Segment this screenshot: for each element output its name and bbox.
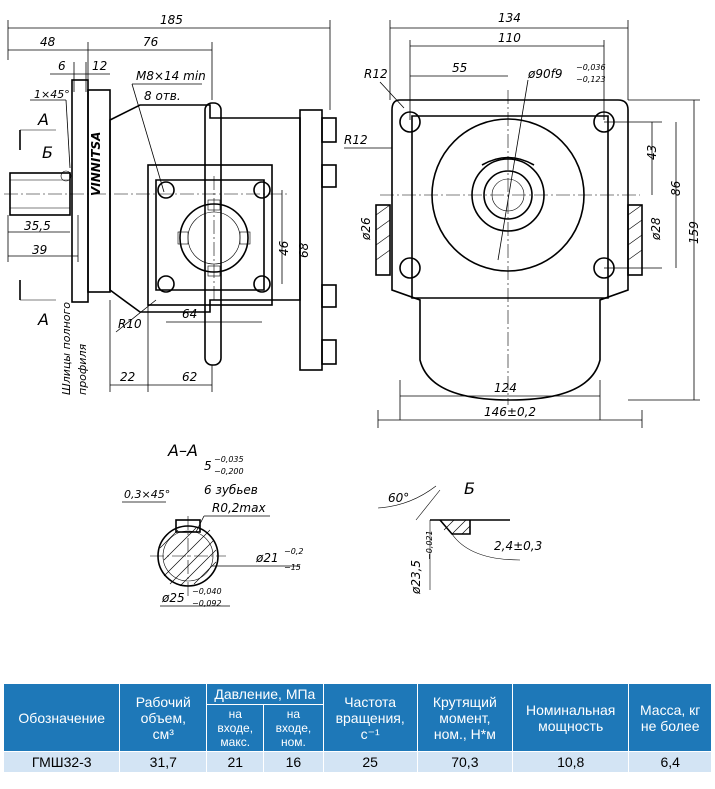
dim-d28: ø28 <box>649 217 663 241</box>
section-aa: А–А 5 −0,035 −0,200 0,3×45° 6 зубьев R0,… <box>122 441 303 608</box>
shaft-note-2: профиля <box>76 344 89 395</box>
dim-d26: ø26 <box>359 217 373 241</box>
cell-frequency: 25 <box>322 751 418 773</box>
d21: ø21 <box>255 551 279 565</box>
dim-35-5: 35,5 <box>24 219 51 233</box>
header-designation: Обозначение <box>2 683 121 752</box>
d25-tol-low: −0,092 <box>192 599 222 608</box>
dim-55: 55 <box>452 61 467 75</box>
holes-note: 8 отв. <box>144 89 181 103</box>
cell-inlet-max: 21 <box>206 751 265 773</box>
dim-62: 62 <box>182 370 197 384</box>
dim-185: 185 <box>160 13 183 27</box>
dim-chamfer-1x45: 1×45° <box>34 88 70 101</box>
dim-110: 110 <box>498 31 521 45</box>
d25: ø25 <box>161 591 185 605</box>
view-b: Б 60° 2,4±0,3 ø23,5 −0,021 <box>377 479 542 595</box>
view-b-angle: 60° <box>388 491 409 505</box>
section-mark-a-top: А <box>37 110 49 129</box>
section-chamfer: 0,3×45° <box>124 488 170 501</box>
cell-volume: 31,7 <box>119 751 208 773</box>
d21-tol-up: −0,2 <box>284 547 303 556</box>
section-teeth: 6 зубьев <box>204 483 258 497</box>
dim-d23-5: ø23,5 <box>409 560 423 595</box>
dim-6: 6 <box>58 59 66 73</box>
thread-note: M8×14 min <box>136 69 206 83</box>
dim-r12-side: R12 <box>344 133 368 147</box>
dim-134: 134 <box>498 11 521 25</box>
dim-d90-tol-up: −0,036 <box>576 63 606 72</box>
view-b-title: Б <box>464 479 475 498</box>
dim-d23-5-tol: −0,021 <box>425 530 434 560</box>
cell-designation: ГМШ32-3 <box>2 751 121 773</box>
cell-mass: 6,4 <box>628 751 712 773</box>
dim-43: 43 <box>645 145 659 160</box>
shaft-note-1: Шлицы полного <box>60 302 73 395</box>
dim-12: 12 <box>92 59 107 73</box>
dim-76: 76 <box>143 35 159 49</box>
dim-39: 39 <box>32 243 47 257</box>
dim-146: 146±0,2 <box>484 405 536 419</box>
dim-124: 124 <box>494 381 517 395</box>
dim-d90: ø90f9 <box>527 67 562 81</box>
section-mark-a-bottom: А <box>37 310 49 329</box>
section-aa-title: А–А <box>167 441 198 460</box>
key-tol-low: −0,200 <box>214 467 244 476</box>
side-view: 185 48 76 6 12 1×45° M8×14 min 8 отв. А … <box>4 13 337 395</box>
dim-48: 48 <box>40 35 56 49</box>
d21-tol-low: −15 <box>284 563 301 572</box>
brand-label: VINNITSA <box>89 132 103 196</box>
dim-159: 159 <box>687 221 701 244</box>
dim-46: 46 <box>277 240 291 256</box>
technical-drawing: 185 48 76 6 12 1×45° M8×14 min 8 отв. А … <box>4 11 701 608</box>
dim-68: 68 <box>297 242 311 258</box>
dim-86: 86 <box>669 180 683 196</box>
cell-torque: 70,3 <box>416 751 513 773</box>
key-width: 5 <box>204 459 212 473</box>
cell-power: 10,8 <box>511 751 630 773</box>
dim-64: 64 <box>182 307 197 321</box>
key-tol-up: −0,035 <box>214 455 244 464</box>
header-pressure: Давление, МПа <box>206 683 324 705</box>
section-radius: R0,2max <box>212 501 266 515</box>
dim-22: 22 <box>120 370 135 384</box>
dim-r12-top: R12 <box>364 67 388 81</box>
dim-d90-tol-low: −0,123 <box>576 75 606 84</box>
table-row: ГМШ32-3 31,7 21 16 25 70,3 10,8 6,4 <box>2 751 712 773</box>
cell-inlet-nom: 16 <box>263 751 324 773</box>
section-mark-b-top: Б <box>42 143 53 162</box>
dim-d2-4: 2,4±0,3 <box>494 539 542 553</box>
d25-tol-up: −0,040 <box>192 587 222 596</box>
front-view: 134 110 55 ø90f9 −0,036 −0,123 R12 R12 <box>344 11 701 428</box>
dim-r10: R10 <box>118 317 142 331</box>
